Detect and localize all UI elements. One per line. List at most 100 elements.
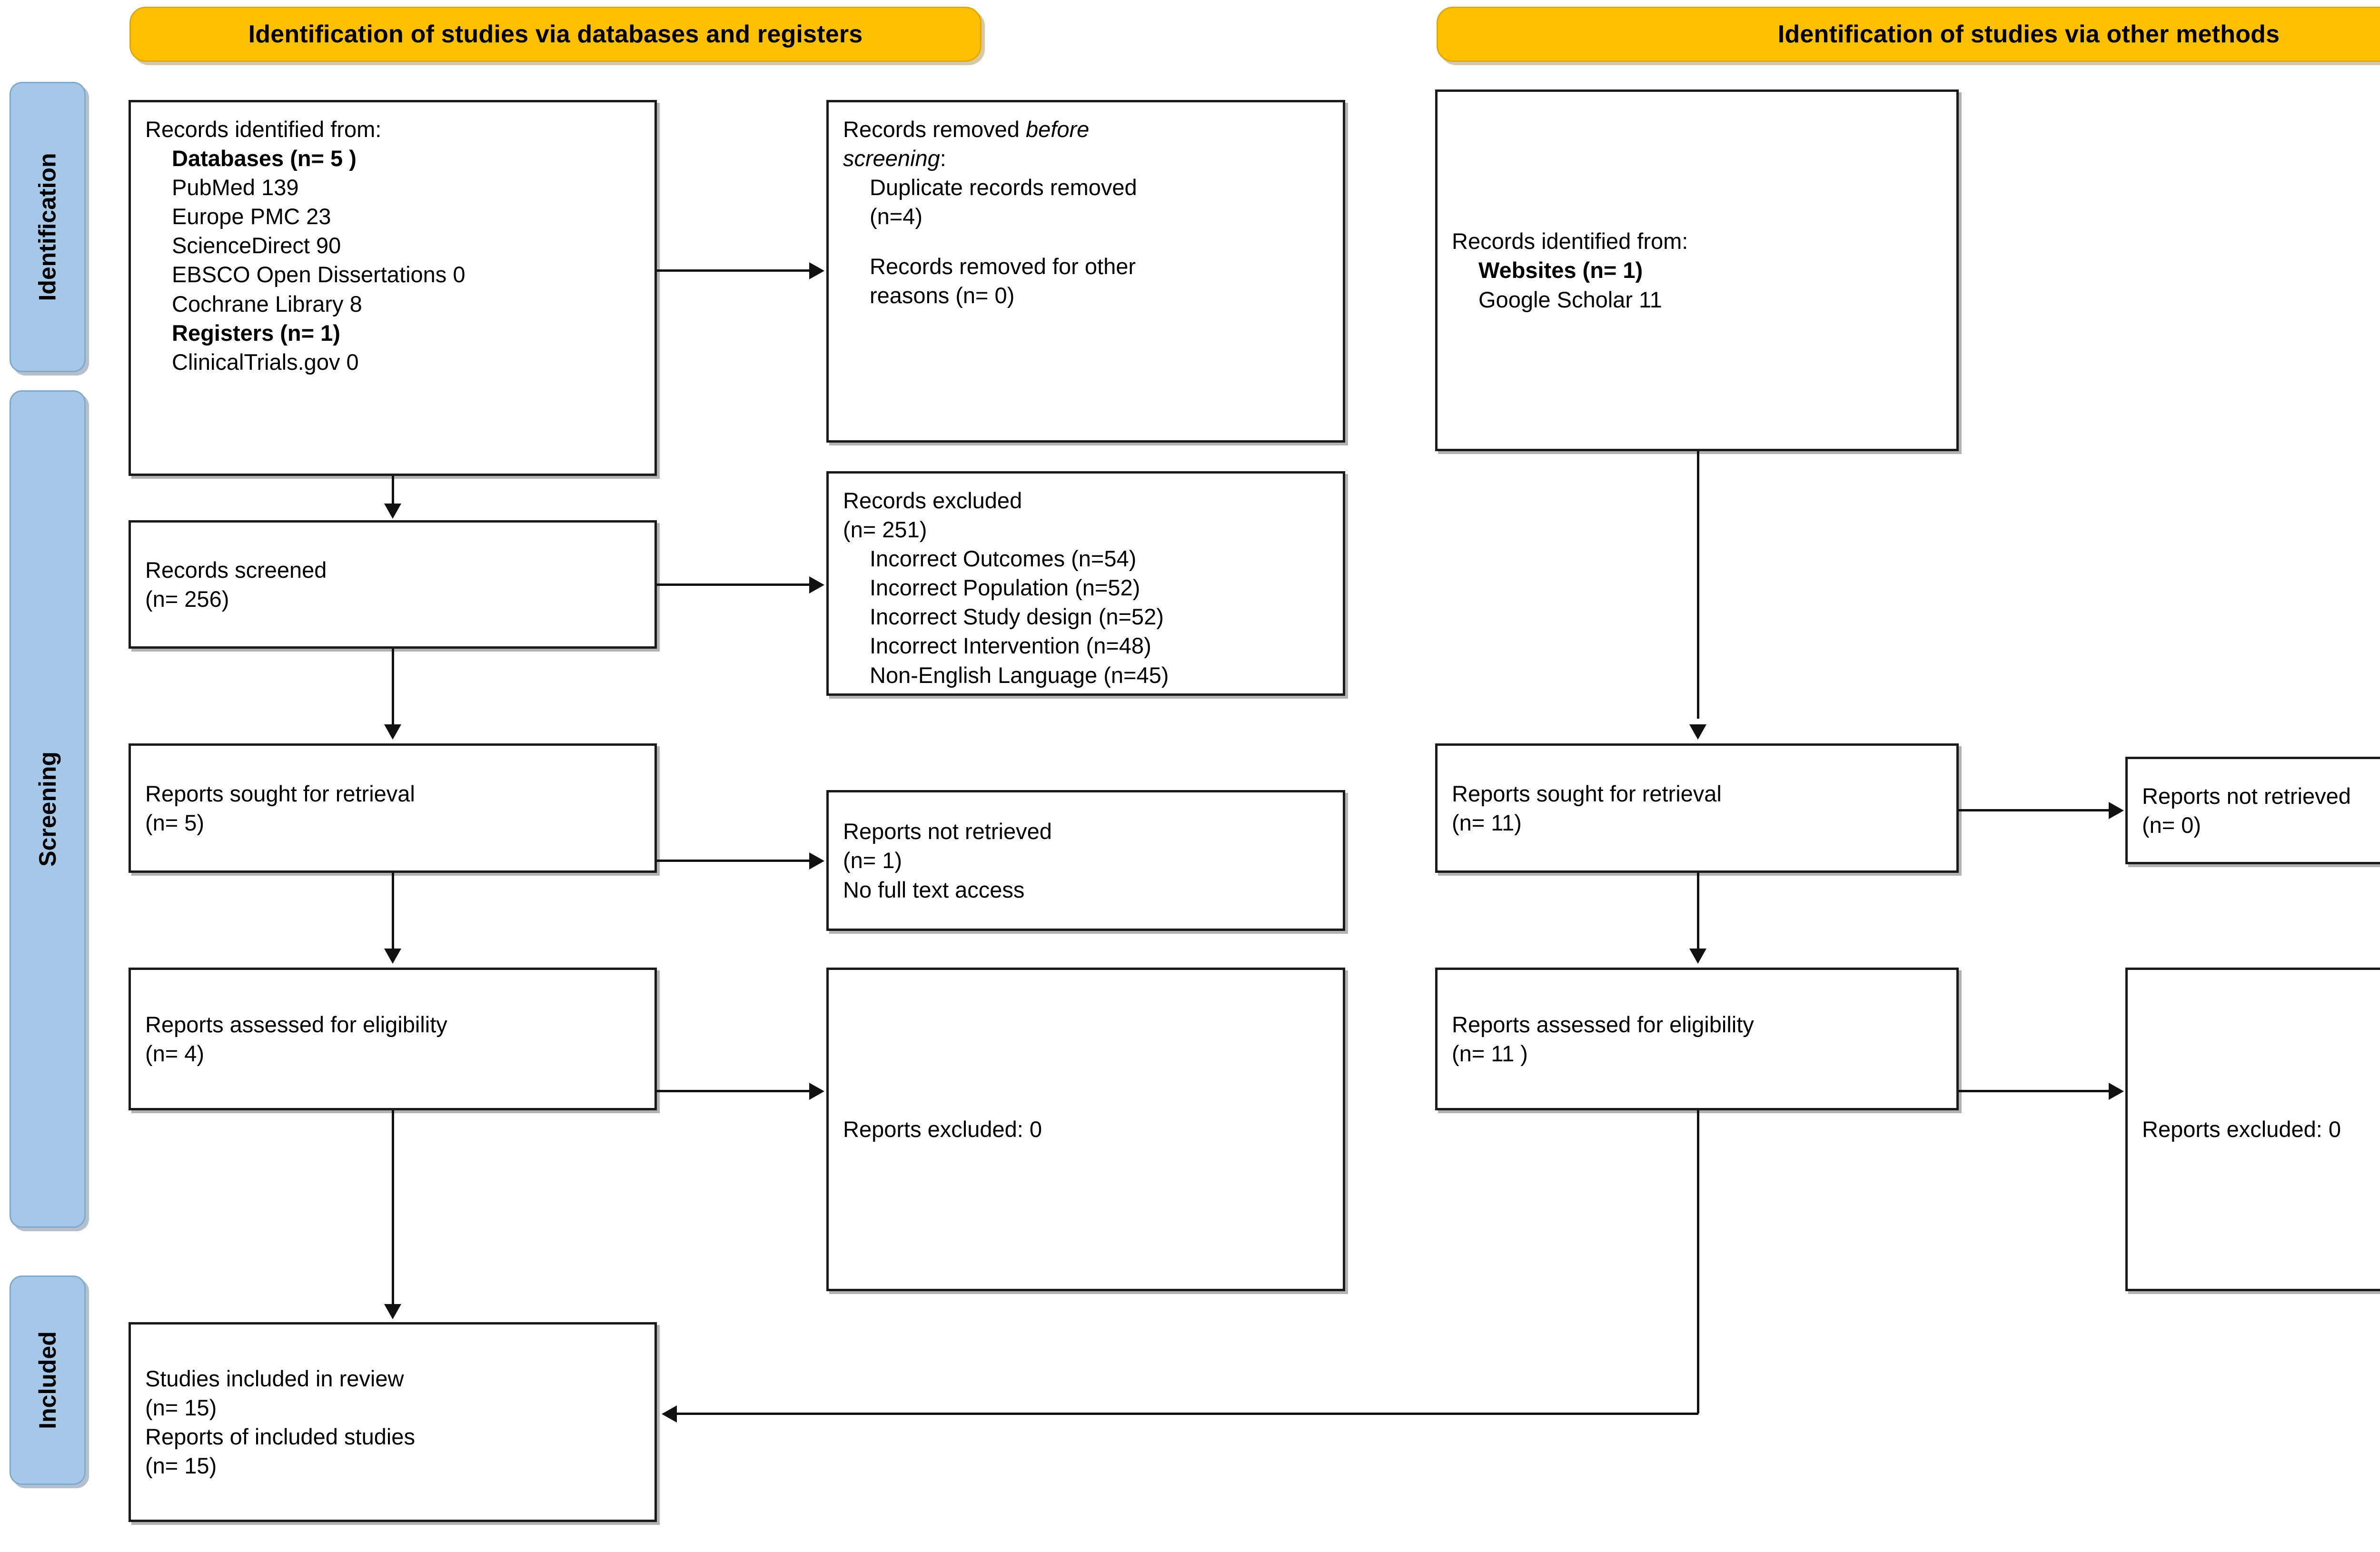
connector-screened-to-sought bbox=[392, 649, 394, 726]
records-identified-db-line-8: Registers (n= 1) bbox=[172, 320, 340, 346]
records-removed-text-screening: screening bbox=[843, 146, 940, 171]
reports-sought-db-line-2: (n= 5) bbox=[145, 810, 205, 835]
arrowhead-other-identified-to-sought bbox=[1689, 724, 1706, 740]
box-records-removed-before-screening: Records removed before screening: Duplic… bbox=[826, 100, 1345, 443]
studies-included-line-1: Studies included in review bbox=[145, 1365, 404, 1391]
reports-not-retrieved-db-line-3: No full text access bbox=[843, 877, 1025, 902]
records-excluded-line-5: Incorrect Study design (n=52) bbox=[870, 604, 1164, 630]
box-records-excluded: Records excluded (n= 251) Incorrect Outc… bbox=[826, 471, 1345, 696]
records-removed-line-6: reasons (n= 0) bbox=[870, 283, 1015, 308]
arrowhead-screened-to-excluded bbox=[809, 576, 824, 593]
records-screened-line-1: Records screened bbox=[145, 557, 327, 583]
records-excluded-line-7: Non-English Language (n=45) bbox=[870, 662, 1169, 688]
records-identified-other-line-1: Records identified from: bbox=[1452, 228, 1688, 254]
arrowhead-other-sought-to-assessed bbox=[1689, 949, 1706, 964]
box-records-identified-other-methods: Records identified from: Websites (n= 1)… bbox=[1435, 89, 1959, 451]
records-removed-line-1: Records removed before bbox=[843, 115, 1329, 144]
records-removed-text-before: before bbox=[1026, 117, 1090, 142]
records-removed-text-colon: : bbox=[940, 146, 946, 171]
records-identified-other-line-3: Google Scholar 11 bbox=[1478, 287, 1662, 312]
records-removed-line-5: Records removed for other bbox=[870, 254, 1136, 279]
connector-other-assessed-elbow-horizontal bbox=[677, 1413, 1698, 1415]
connector-assessed-to-reports-excluded bbox=[657, 1090, 810, 1092]
arrowhead-other-assessed-to-included bbox=[662, 1405, 677, 1423]
box-reports-assessed-databases: Reports assessed for eligibility (n= 4) bbox=[129, 968, 657, 1110]
reports-assessed-db-line-1: Reports assessed for eligibility bbox=[145, 1011, 447, 1037]
records-identified-db-line-3: PubMed 139 bbox=[172, 175, 299, 200]
box-records-screened: Records screened (n= 256) bbox=[129, 520, 657, 649]
stage-label-included: Included bbox=[10, 1275, 86, 1485]
box-reports-assessed-other-methods: Reports assessed for eligibility (n= 11 … bbox=[1435, 968, 1959, 1110]
records-identified-db-line-6: EBSCO Open Dissertations 0 bbox=[172, 262, 466, 287]
stage-label-screening: Screening bbox=[10, 390, 86, 1228]
reports-assessed-other-line-2: (n= 11 ) bbox=[1452, 1041, 1528, 1066]
records-removed-line-3: Duplicate records removed bbox=[870, 175, 1137, 200]
connector-screened-to-excluded bbox=[657, 583, 810, 586]
banner-databases-and-registers: Identification of studies via databases … bbox=[129, 7, 982, 62]
arrowhead-screened-to-sought bbox=[384, 724, 401, 740]
records-removed-line-4: (n=4) bbox=[870, 204, 923, 229]
connector-other-assessed-to-reports-excluded bbox=[1959, 1090, 2109, 1092]
reports-excluded-db-line-1: Reports excluded: 0 bbox=[843, 1117, 1042, 1142]
arrowhead-sought-to-assessed bbox=[384, 949, 401, 964]
records-excluded-line-3: Incorrect Outcomes (n=54) bbox=[870, 546, 1137, 572]
box-reports-excluded-other-methods: Reports excluded: 0 bbox=[2125, 968, 2380, 1291]
records-identified-db-line-5: ScienceDirect 90 bbox=[172, 233, 341, 258]
reports-sought-db-line-1: Reports sought for retrieval bbox=[145, 781, 415, 806]
studies-included-line-2: (n= 15) bbox=[145, 1394, 217, 1420]
arrowhead-assessed-to-reports-excluded bbox=[809, 1083, 824, 1100]
arrowhead-identified-to-screened bbox=[384, 504, 401, 519]
records-identified-db-line-7: Cochrane Library 8 bbox=[172, 291, 362, 316]
stage-label-included-text: Included bbox=[34, 1331, 61, 1429]
arrowhead-assessed-to-included bbox=[384, 1304, 401, 1319]
records-removed-text-a: Records removed bbox=[843, 117, 1026, 142]
studies-included-line-4: (n= 15) bbox=[145, 1453, 217, 1479]
box-reports-excluded-databases: Reports excluded: 0 bbox=[826, 968, 1345, 1291]
records-identified-db-line-4: Europe PMC 23 bbox=[172, 204, 331, 229]
arrowhead-identified-to-removed bbox=[809, 262, 824, 279]
box-studies-included-in-review: Studies included in review (n= 15) Repor… bbox=[129, 1322, 657, 1522]
reports-assessed-other-line-1: Reports assessed for eligibility bbox=[1452, 1011, 1754, 1037]
reports-not-retrieved-other-line-1: Reports not retrieved bbox=[2142, 783, 2351, 809]
arrowhead-sought-to-not-retrieved bbox=[809, 852, 824, 870]
connector-identified-to-removed bbox=[657, 269, 810, 272]
connector-identified-to-screened bbox=[392, 476, 394, 505]
box-reports-sought-databases: Reports sought for retrieval (n= 5) bbox=[129, 743, 657, 873]
reports-not-retrieved-other-line-2: (n= 0) bbox=[2142, 812, 2202, 838]
reports-excluded-other-line-1: Reports excluded: 0 bbox=[2142, 1117, 2341, 1142]
box-reports-not-retrieved-other-methods: Reports not retrieved (n= 0) bbox=[2125, 757, 2380, 864]
banner-databases-label: Identification of studies via databases … bbox=[248, 20, 863, 48]
connector-sought-to-assessed bbox=[392, 873, 394, 950]
records-screened-line-2: (n= 256) bbox=[145, 586, 229, 612]
records-identified-db-line-2: Databases (n= 5 ) bbox=[172, 146, 357, 171]
connector-assessed-to-included bbox=[392, 1110, 394, 1305]
box-reports-not-retrieved-databases: Reports not retrieved (n= 1) No full tex… bbox=[826, 790, 1345, 931]
records-identified-db-line-9: ClinicalTrials.gov 0 bbox=[172, 349, 359, 375]
connector-sought-to-not-retrieved bbox=[657, 860, 810, 862]
banner-other-methods: Identification of studies via other meth… bbox=[1437, 7, 2380, 62]
records-identified-db-line-1: Records identified from: bbox=[145, 117, 382, 142]
records-removed-line-2: screening: bbox=[843, 144, 1329, 173]
arrowhead-other-assessed-to-reports-excluded bbox=[2109, 1083, 2124, 1100]
connector-other-identified-to-sought bbox=[1697, 451, 1699, 719]
box-reports-sought-other-methods: Reports sought for retrieval (n= 11) bbox=[1435, 743, 1959, 873]
connector-other-sought-to-not-retrieved bbox=[1959, 809, 2109, 811]
records-identified-other-line-2: Websites (n= 1) bbox=[1478, 257, 1643, 283]
stage-label-identification: Identification bbox=[10, 82, 86, 372]
arrowhead-other-sought-to-not-retrieved bbox=[2109, 802, 2124, 819]
records-removed-spacer bbox=[843, 231, 1329, 252]
reports-assessed-db-line-2: (n= 4) bbox=[145, 1041, 205, 1066]
records-excluded-line-6: Incorrect Intervention (n=48) bbox=[870, 633, 1151, 659]
reports-not-retrieved-db-line-1: Reports not retrieved bbox=[843, 819, 1052, 844]
records-excluded-line-2: (n= 251) bbox=[843, 517, 927, 543]
connector-other-sought-to-assessed bbox=[1697, 873, 1699, 950]
reports-sought-other-line-1: Reports sought for retrieval bbox=[1452, 781, 1722, 806]
reports-not-retrieved-db-line-2: (n= 1) bbox=[843, 848, 902, 873]
studies-included-line-3: Reports of included studies bbox=[145, 1424, 415, 1449]
stage-label-identification-text: Identification bbox=[34, 153, 61, 301]
connector-other-assessed-elbow-vertical bbox=[1697, 1110, 1699, 1414]
reports-sought-other-line-2: (n= 11) bbox=[1452, 810, 1522, 835]
banner-other-methods-label: Identification of studies via other meth… bbox=[1777, 20, 2280, 48]
records-excluded-line-1: Records excluded bbox=[843, 488, 1022, 513]
